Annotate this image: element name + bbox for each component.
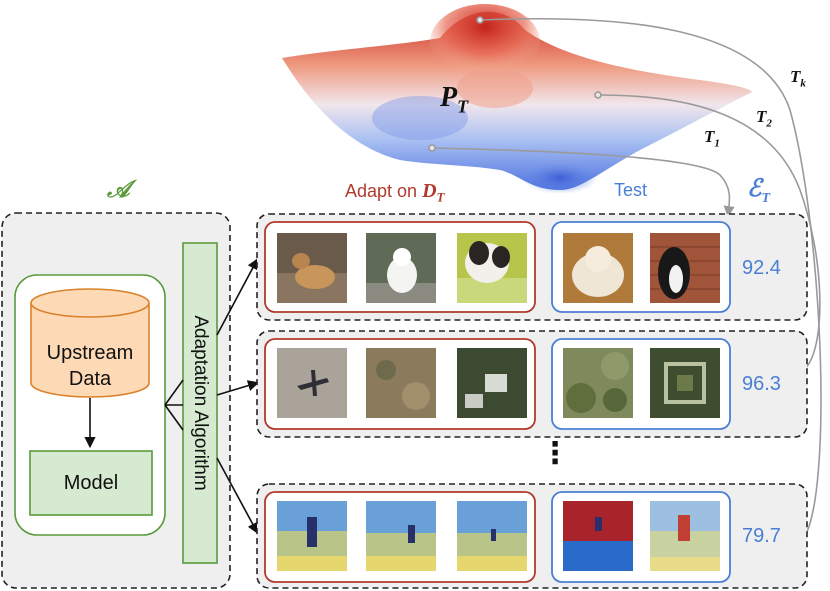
render-image-5 [650, 501, 720, 571]
render-image-1 [277, 501, 347, 571]
surface-label-sub: T [457, 96, 469, 117]
task-path-k [479, 17, 822, 547]
test-header: Test [614, 180, 648, 200]
satellite-image-4 [563, 348, 633, 418]
pet-image-4 [563, 233, 633, 303]
satellite-image-5 [650, 348, 720, 418]
satellite-image-3 [457, 348, 527, 418]
upstream-data-label: Upstream Data [46, 342, 134, 390]
surface-label: PT [440, 82, 468, 118]
satellite-image-2 [366, 348, 436, 418]
score-row-1: 92.4 [742, 257, 781, 279]
adapt-header: Adapt on DT [345, 180, 445, 205]
ellipsis: ⋮ [540, 436, 570, 471]
pet-image-2 [366, 233, 436, 303]
score-row-2: 96.3 [742, 373, 781, 395]
task-label-k: Tk [790, 67, 806, 90]
adaptation-algorithm-label: Adaptation Algorithm [190, 315, 211, 491]
task-label-1: T1 [704, 127, 720, 150]
adaptation-arrows [164, 258, 260, 534]
pet-image-1 [277, 233, 347, 303]
loss-surface [282, 4, 752, 194]
score-row-k: 79.7 [742, 525, 781, 547]
model-label: Model [63, 472, 119, 494]
pet-image-3 [457, 233, 527, 303]
render-image-2 [366, 501, 436, 571]
satellite-image-1 [277, 348, 347, 418]
pet-image-5 [650, 233, 720, 303]
render-image-3 [457, 501, 527, 571]
eval-header: ℰT [747, 176, 771, 206]
render-image-4 [563, 501, 633, 571]
adaptation-algorithm-box [182, 242, 218, 564]
task-path-1 [431, 147, 735, 218]
algorithm-symbol: 𝒜 [107, 177, 130, 203]
task-label-2: T2 [756, 107, 772, 130]
model-box [29, 450, 153, 516]
upstream-data-cylinder [30, 288, 150, 398]
surface-label-main: P [440, 82, 458, 113]
